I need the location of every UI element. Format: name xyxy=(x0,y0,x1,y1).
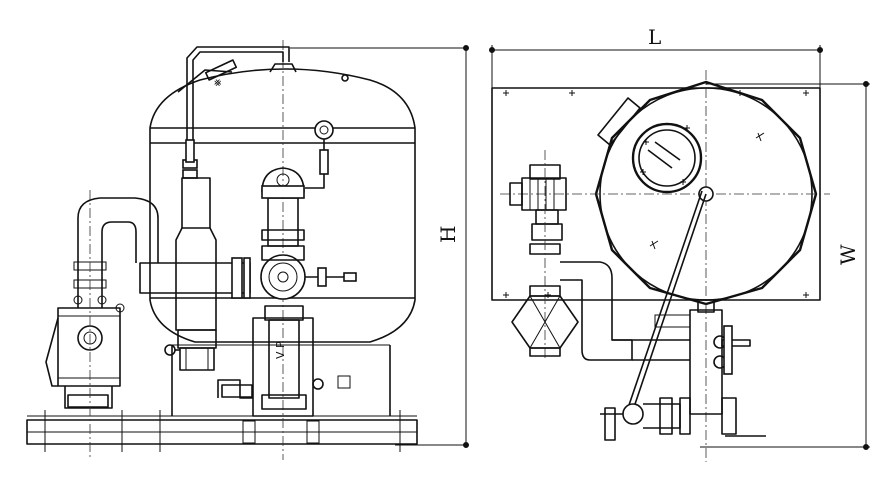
height-label: H xyxy=(436,226,460,243)
plan-outlet-valve[interactable] xyxy=(622,403,644,425)
top-plan-view: L W xyxy=(489,25,870,462)
plan-pump-pipe xyxy=(560,261,633,361)
plan-valve-bank xyxy=(689,309,723,415)
length-label: L xyxy=(648,25,661,49)
width-dimension: W xyxy=(700,81,870,450)
manway-cover xyxy=(204,59,238,81)
multiport-valve[interactable] xyxy=(260,254,306,300)
plan-manway xyxy=(631,122,703,194)
length-dimension: L xyxy=(489,25,823,88)
height-dimension: H xyxy=(290,45,469,448)
pressure-gauge xyxy=(314,120,334,140)
pump-riser-pipe xyxy=(77,197,159,308)
upper-valve-head xyxy=(261,167,305,193)
pump-housing xyxy=(57,307,121,387)
svg-text:⨳: ⨳ xyxy=(214,75,222,89)
filter-tank-body xyxy=(149,68,416,343)
inlet-column xyxy=(181,177,211,229)
front-elevation-view: ⨳ xyxy=(26,40,418,460)
width-label: W xyxy=(836,244,860,265)
valve-support-frame xyxy=(252,317,314,417)
tank-skirt xyxy=(171,345,391,416)
svg-text:V P: V P xyxy=(274,341,287,359)
vent-pipe xyxy=(192,51,284,165)
